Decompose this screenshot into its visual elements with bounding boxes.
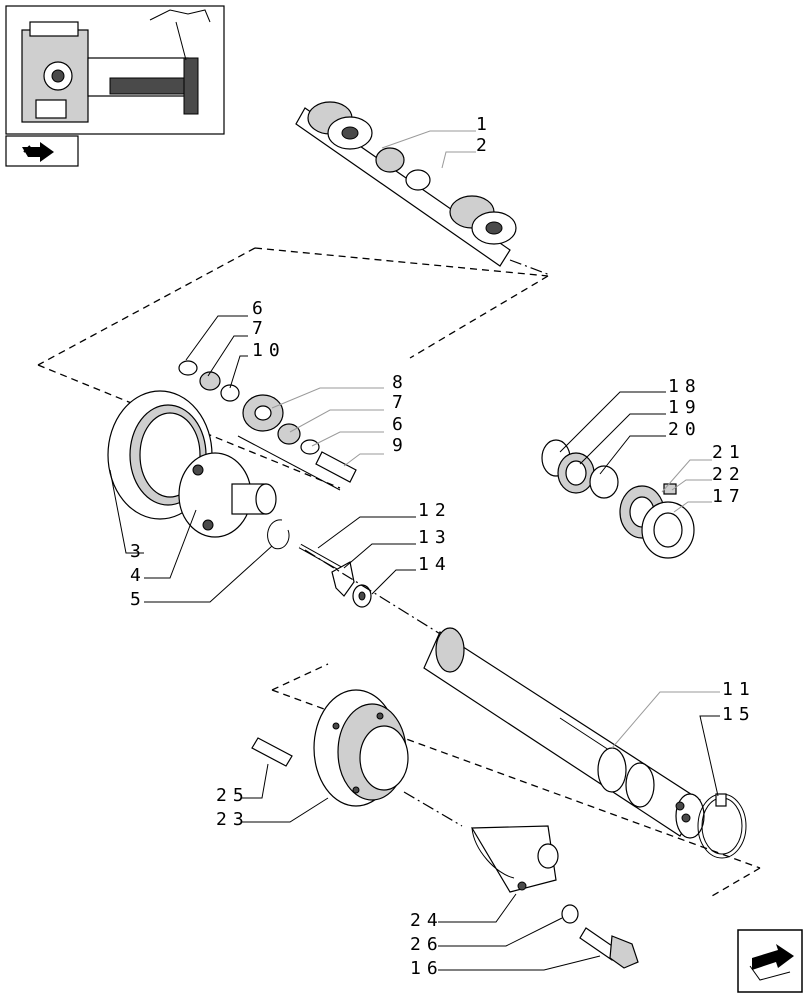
callout-16: 16 (410, 958, 444, 979)
spline-gear-2 (375, 147, 431, 191)
callout-17: 17 (712, 486, 746, 507)
callout-labels: 1 2 6 7 10 8 7 6 9 18 19 20 21 22 17 12 … (130, 114, 756, 979)
callout-3: 3 (130, 541, 147, 562)
callout-20: 20 (668, 419, 702, 440)
callout-6: 6 (252, 298, 269, 319)
callout-4: 4 (130, 565, 147, 586)
callout-21: 21 (712, 442, 746, 463)
callout-12: 12 (418, 500, 452, 521)
callout-25: 25 (216, 785, 250, 806)
shaft-upper (295, 101, 517, 267)
callout-26: 26 (410, 934, 444, 955)
spline-gear-3 (449, 195, 517, 245)
callout-15: 15 (722, 704, 756, 725)
bracket-24 (470, 825, 559, 893)
main-shaft (423, 627, 705, 839)
callout-18: 18 (668, 376, 702, 397)
circlip-5 (267, 519, 290, 550)
callout-2: 2 (476, 135, 493, 156)
callout-11: 11 (722, 679, 756, 700)
bolt-16 (579, 927, 639, 969)
bolt-25 (251, 737, 293, 767)
planet-carrier (178, 452, 277, 538)
bearing-group (541, 439, 695, 559)
callout-8: 8 (392, 372, 409, 393)
overview-thumbnail[interactable] (5, 5, 225, 135)
dashed-box-upper (37, 247, 549, 489)
callout-24: 24 (410, 910, 444, 931)
back-arrow-icon[interactable] (5, 135, 79, 167)
callout-6b: 6 (392, 414, 409, 435)
callout-22: 22 (712, 464, 746, 485)
planet-gear-stack (178, 360, 357, 491)
circlip-15 (697, 793, 747, 859)
callout-23: 23 (216, 809, 250, 830)
callout-7b: 7 (392, 392, 409, 413)
callout-9: 9 (392, 435, 409, 456)
callout-5: 5 (130, 589, 147, 610)
leader-lines (109, 130, 720, 971)
washer-26 (561, 904, 579, 924)
callout-13: 13 (418, 527, 452, 548)
next-page-arrow-icon[interactable] (737, 929, 803, 993)
callout-7: 7 (252, 318, 269, 339)
callout-19: 19 (668, 397, 702, 418)
pin-12-13-14 (298, 543, 372, 608)
spline-gear-1 (307, 101, 373, 150)
hub-23 (313, 689, 409, 807)
callout-10: 10 (252, 340, 286, 361)
callout-1: 1 (476, 114, 493, 135)
callout-14: 14 (418, 554, 452, 575)
